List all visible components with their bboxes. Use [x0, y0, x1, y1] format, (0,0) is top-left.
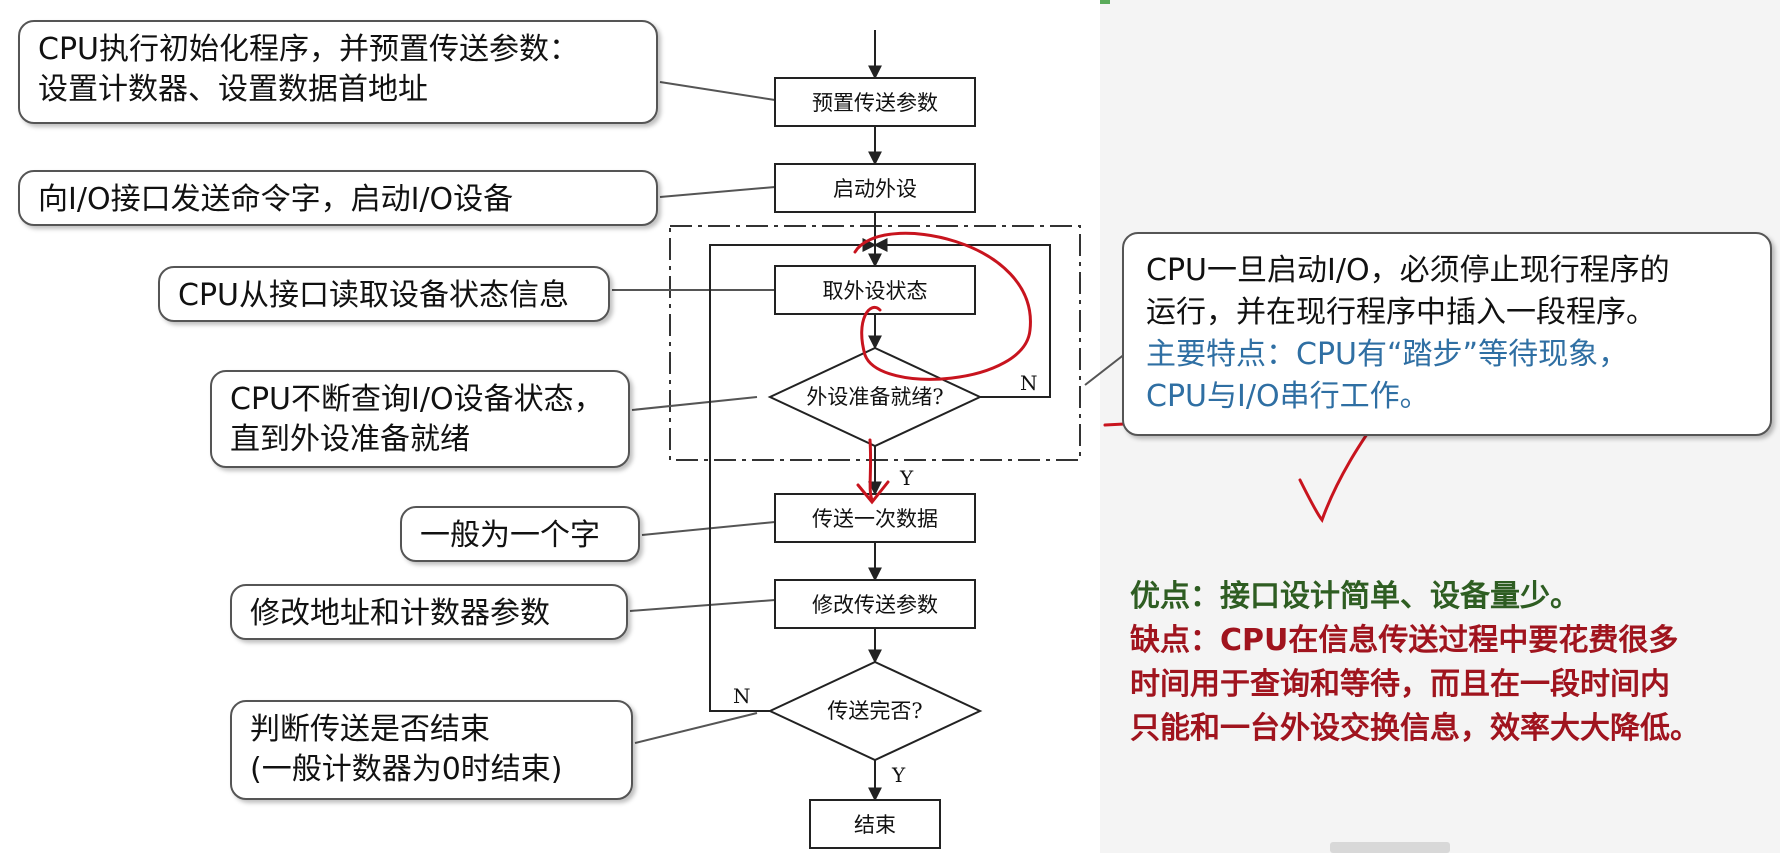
callout-line: CPU不断查询I/O设备状态， — [230, 382, 604, 417]
red-loop — [853, 231, 1032, 381]
red-arrow-down — [856, 438, 890, 505]
note-line-feature: 主要特点：CPU有“踏步”等待现象， — [1146, 337, 1629, 372]
note-line-feature: CPU与I/O串行工作。 — [1146, 379, 1430, 414]
node-modify-params: 修改传送参数 — [812, 593, 938, 617]
callout-line: 一般为一个字 — [420, 518, 600, 553]
loop-done-no — [709, 238, 877, 712]
cons-text: 时间用于查询和等待，而且在一段时间内 — [1130, 667, 1670, 702]
callout-line: CPU执行初始化程序，并预置传送参数： — [38, 32, 579, 67]
node-end: 结束 — [854, 813, 896, 837]
callout-line: (一般计数器为0时结束) — [250, 752, 563, 787]
cons-text: 只能和一台外设交换信息，效率大大降低。 — [1130, 711, 1700, 746]
note-line: CPU一旦启动I/O，必须停止现行程序的 — [1146, 253, 1670, 288]
label-ready-no: N — [1020, 371, 1038, 395]
callout-preset: CPU执行初始化程序，并预置传送参数： 设置计数器、设置数据首地址 — [18, 20, 658, 124]
callout-note: CPU一旦启动I/O，必须停止现行程序的 运行，并在现行程序中插入一段程序。 主… — [1122, 232, 1772, 436]
callout-start-device: 向I/O接口发送命令字，启动I/O设备 — [18, 170, 658, 226]
label-done-yes: Y — [891, 763, 906, 787]
box-modify-params — [774, 579, 976, 629]
note-line: 运行，并在现行程序中插入一段程序。 — [1146, 295, 1656, 330]
diamond-ready — [767, 346, 983, 448]
pros-text: 优点：接口设计简单、设备量少。 — [1130, 579, 1580, 614]
callout-line: 判断传送是否结束 — [250, 712, 490, 747]
callout-line: 向I/O接口发送命令字，启动I/O设备 — [38, 182, 514, 217]
node-start-device: 启动外设 — [833, 177, 917, 201]
connector — [659, 186, 776, 198]
connector — [659, 81, 776, 101]
callout-poll: CPU不断查询I/O设备状态， 直到外设准备就绪 — [210, 370, 630, 468]
box-preset — [774, 77, 976, 127]
node-transfer-once: 传送一次数据 — [812, 507, 938, 531]
callout-get-status: CPU从接口读取设备状态信息 — [158, 266, 610, 322]
box-end — [809, 799, 941, 849]
pros-cons: 优点：接口设计简单、设备量少。 缺点：CPU在信息传送过程中要花费很多 时间用于… — [1130, 575, 1700, 751]
connector — [631, 396, 758, 411]
connector — [641, 521, 776, 536]
node-ready-question: 外设准备就绪? — [806, 385, 943, 409]
callout-line: CPU从接口读取设备状态信息 — [178, 278, 569, 313]
callout-modify: 修改地址和计数器参数 — [230, 584, 628, 640]
cons-text: 缺点：CPU在信息传送过程中要花费很多 — [1130, 623, 1679, 658]
node-get-status: 取外设状态 — [823, 279, 928, 303]
connector — [629, 599, 776, 612]
node-done-question: 传送完否? — [827, 699, 922, 723]
callout-transfer: 一般为一个字 — [400, 506, 640, 562]
diamond-done — [767, 660, 983, 762]
callout-line: 设置计数器、设置数据首地址 — [38, 72, 428, 107]
callout-line: 修改地址和计数器参数 — [250, 596, 550, 631]
node-preset: 预置传送参数 — [812, 91, 938, 115]
label-done-no: N — [733, 684, 751, 708]
callout-line: 直到外设准备就绪 — [230, 422, 470, 457]
label-ready-yes: Y — [899, 466, 914, 490]
callout-done: 判断传送是否结束 (一般计数器为0时结束) — [230, 700, 633, 800]
bottom-caption-fragment — [1330, 842, 1450, 853]
connector — [634, 712, 758, 744]
box-start-device — [774, 163, 976, 213]
box-transfer-once — [774, 493, 976, 543]
